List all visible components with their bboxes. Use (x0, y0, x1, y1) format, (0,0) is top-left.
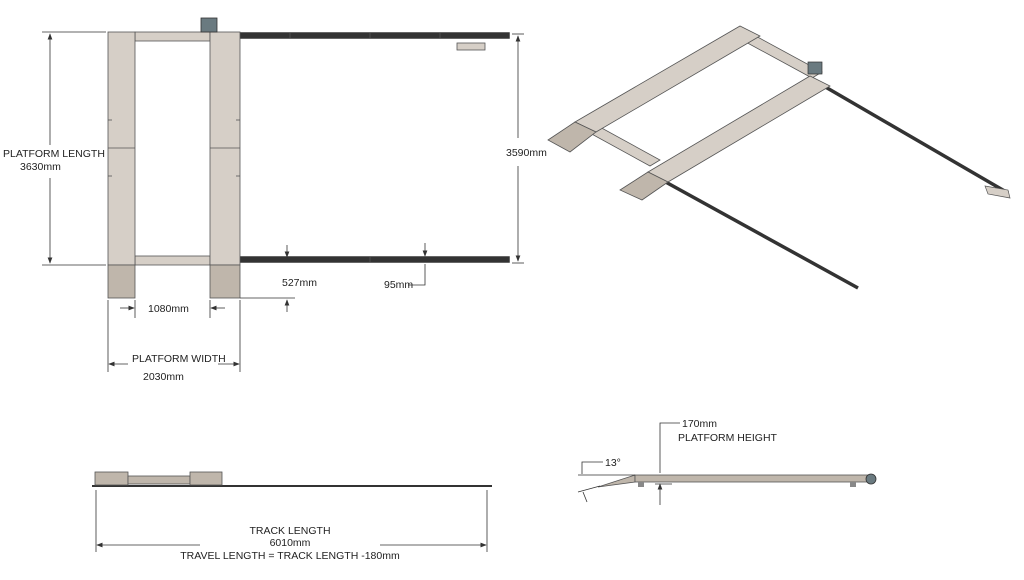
end-foot-left (638, 482, 644, 487)
panel-joints (108, 33, 441, 262)
end-view: 170mm PLATFORM HEIGHT 13° (577, 418, 877, 505)
side-platform-center (127, 475, 191, 485)
left-runway-ramp (107, 264, 136, 299)
side-platform-left (94, 471, 129, 486)
platform-width-value: 2030mm (143, 371, 184, 383)
left-runway (107, 31, 136, 266)
bottom-crossbar (134, 255, 211, 266)
travel-length-note: TRAVEL LENGTH = TRACK LENGTH -180mm (180, 550, 400, 562)
end-platform (634, 474, 869, 483)
top-crossbar (134, 31, 211, 42)
right-runway (209, 31, 241, 266)
platform-height-label: PLATFORM HEIGHT (678, 432, 778, 444)
platform-height-value: 170mm (682, 418, 717, 430)
inner-gap-value: 1080mm (148, 303, 189, 315)
right-runway-ramp (209, 264, 241, 299)
platform-width-label: PLATFORM WIDTH (132, 353, 226, 365)
iso-right-runway (647, 75, 831, 183)
rail-width-value: 95mm (384, 279, 413, 291)
platform-length-value: 3630mm (20, 161, 61, 173)
ramp-angle: 13° (605, 457, 621, 469)
iso-rail-end-plate (984, 185, 1011, 199)
side-platform-right (189, 471, 223, 486)
top-view: PLATFORM LENGTH 3630mm 3590mm 527mm 95mm… (3, 17, 547, 383)
iso-left-runway (574, 25, 761, 133)
bottom-rail (238, 256, 510, 263)
track-span-value: 3590mm (506, 147, 547, 159)
offset-value: 527mm (282, 277, 317, 289)
isometric-view (547, 25, 1011, 290)
iso-motor-unit (807, 61, 823, 75)
side-view: TRACK LENGTH 6010mm TRAVEL LENGTH = TRAC… (92, 471, 492, 562)
rail-end-plate (456, 42, 486, 51)
platform-length-label: PLATFORM LENGTH (3, 148, 105, 160)
track-length-value: 6010mm (270, 537, 311, 549)
top-rail (238, 32, 510, 39)
motor-unit (200, 17, 218, 33)
iso-rail-right (821, 83, 1009, 195)
iso-right-ramp (619, 171, 669, 201)
track-length-label: TRACK LENGTH (249, 525, 330, 537)
iso-left-ramp (547, 121, 597, 153)
iso-bottom-crossbar (587, 125, 661, 167)
end-ramp (597, 474, 636, 488)
end-roller (865, 473, 877, 485)
iso-rail-left (661, 178, 859, 290)
end-foot-right (850, 482, 856, 487)
